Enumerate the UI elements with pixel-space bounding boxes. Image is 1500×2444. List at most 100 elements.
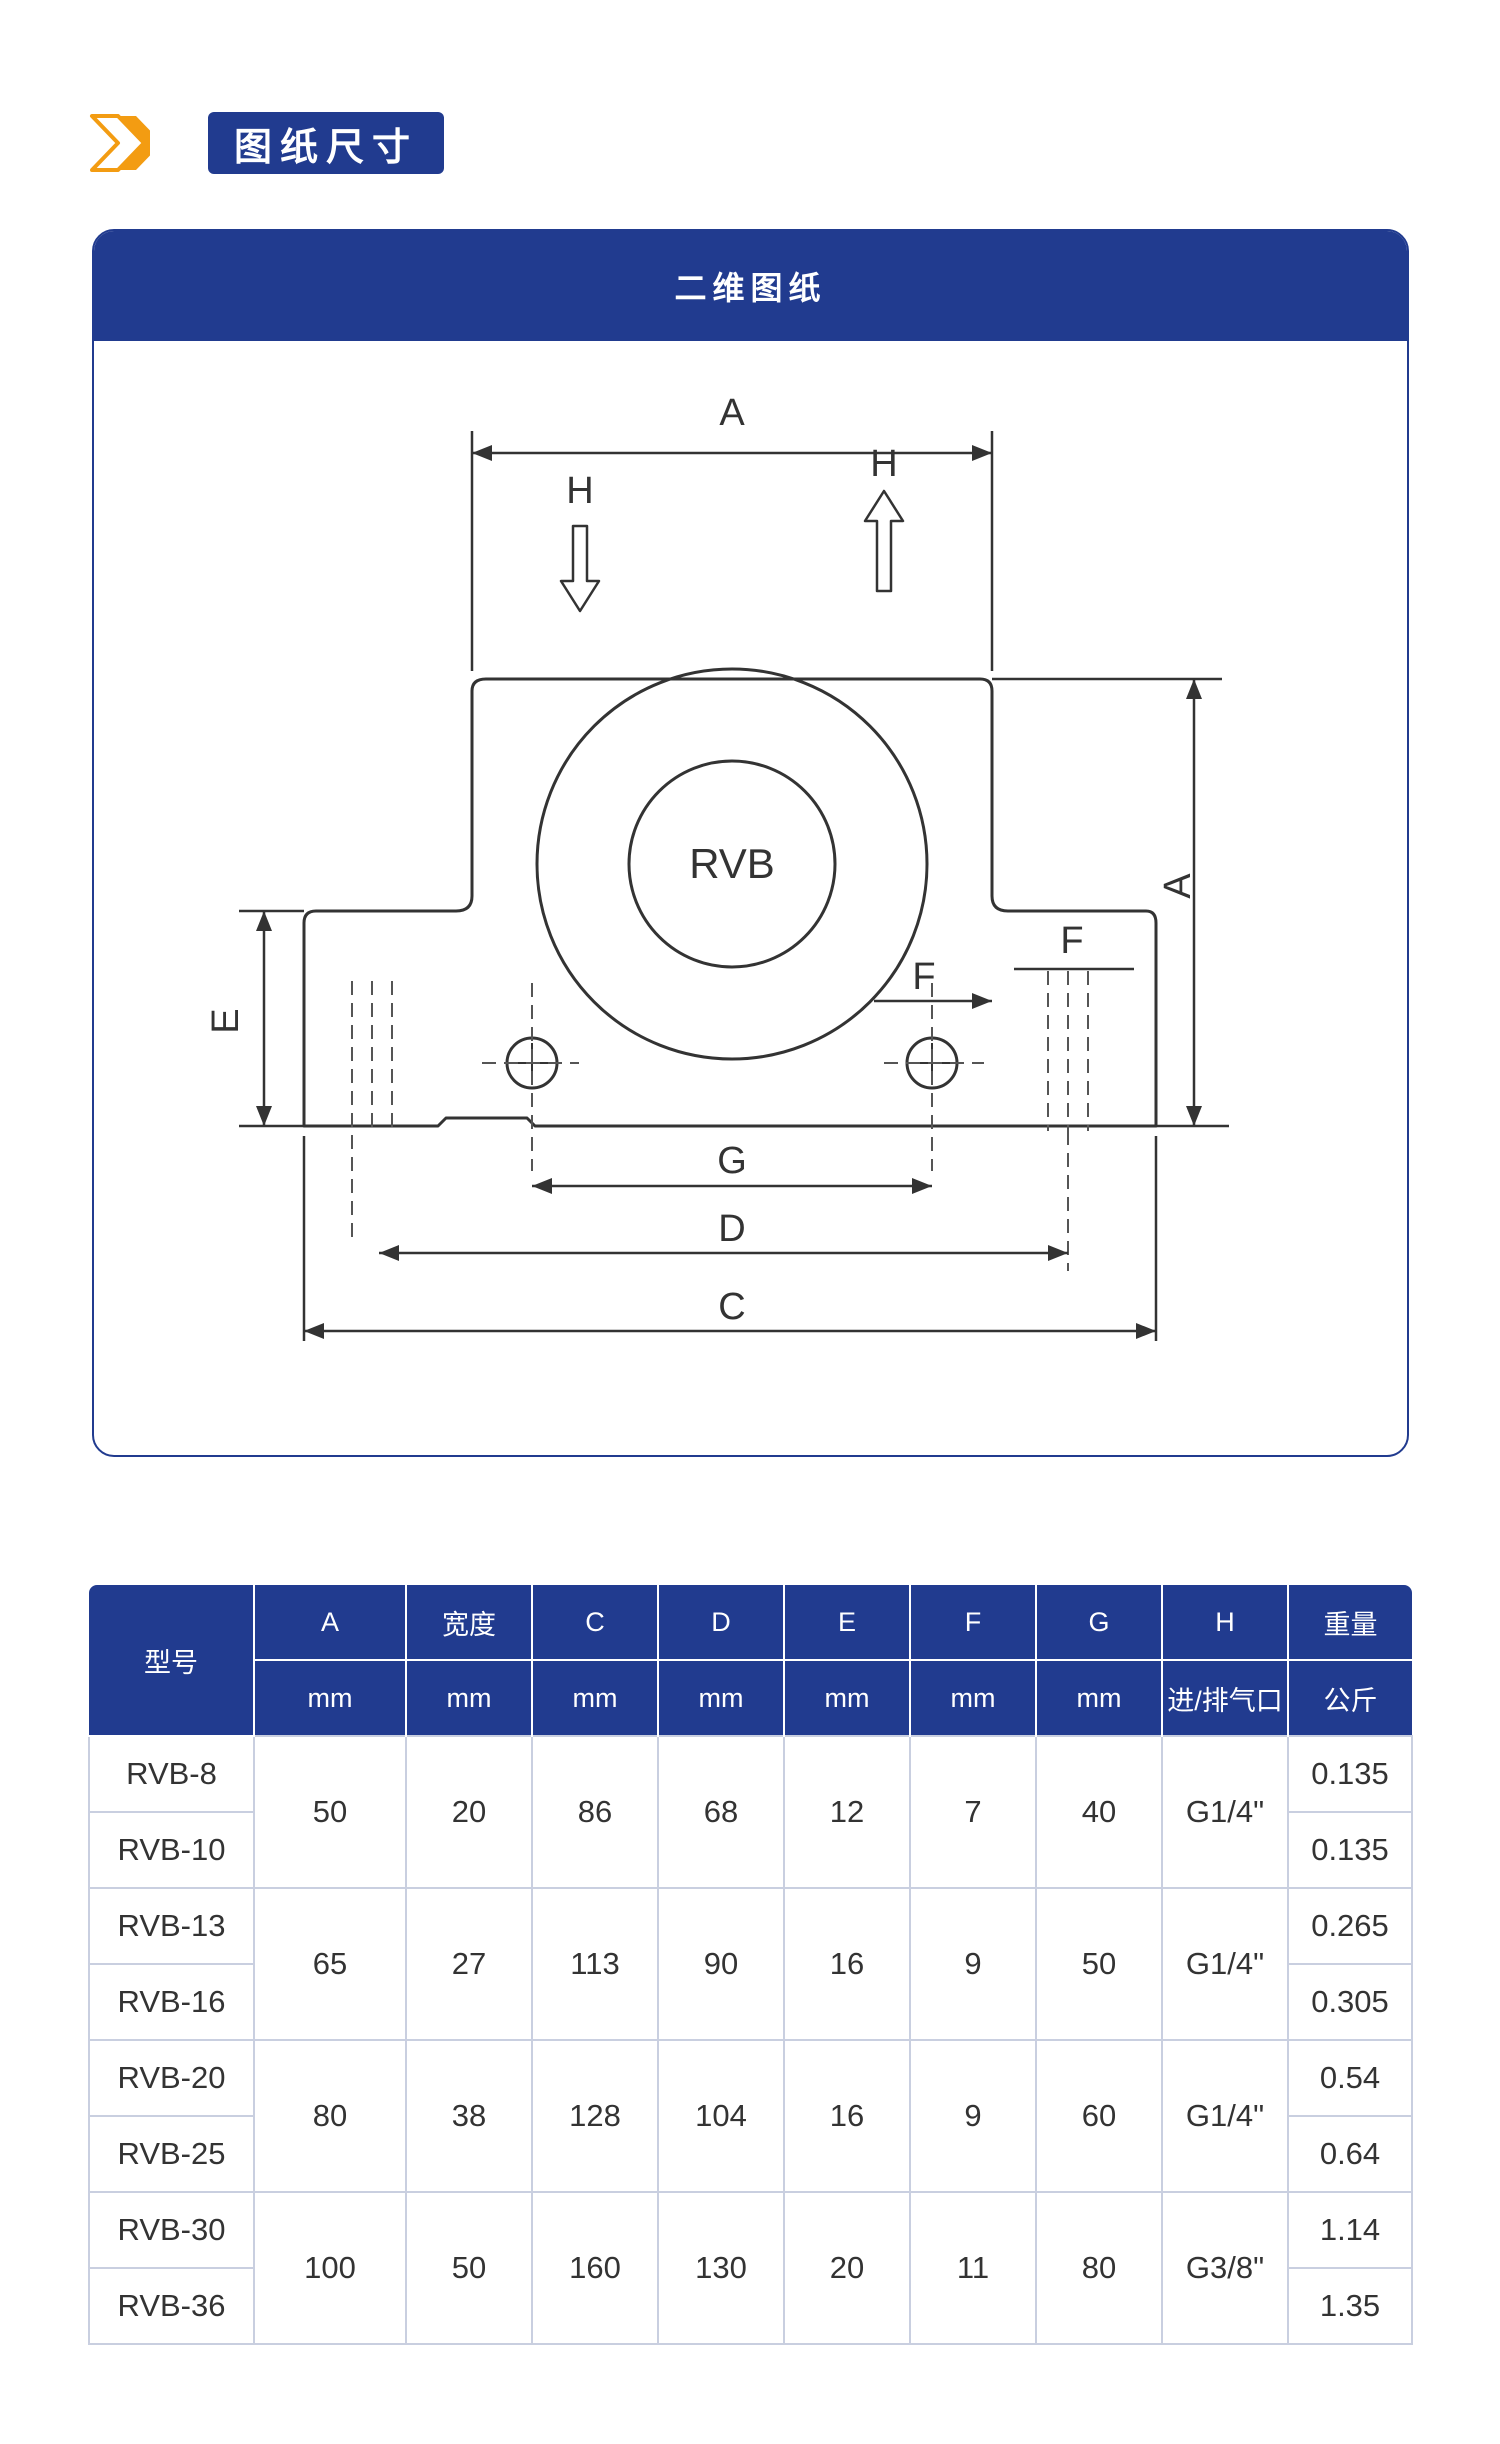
cell-c: 86 (531, 1735, 659, 1889)
cell-a: 50 (253, 1735, 407, 1889)
cell-e: 20 (783, 2191, 911, 2345)
header-e: E (784, 1585, 911, 1661)
unit-d: mm (658, 1660, 785, 1736)
header-h: H (1162, 1585, 1289, 1661)
dimension-label-g: G (717, 1140, 747, 1182)
cell-e: 16 (783, 1887, 911, 2041)
dimension-label-a-side: A (1157, 873, 1199, 899)
cell-c: 160 (531, 2191, 659, 2345)
cell-weight: 0.135 (1287, 1811, 1413, 1889)
cell-model: RVB-10 (88, 1811, 255, 1889)
cell-width: 27 (405, 1887, 533, 2041)
header-model: 型号 (89, 1585, 255, 1737)
header-row-1: 型号 A 宽度 C D E F G H 重量 (89, 1585, 1412, 1737)
cell-a: 100 (253, 2191, 407, 2345)
dimension-label-f-top: F (1060, 920, 1083, 962)
table-row: RVB-16 0.305 (88, 1963, 1413, 2041)
header-f: F (910, 1585, 1037, 1661)
header-c: C (532, 1585, 659, 1661)
cell-weight: 0.265 (1287, 1887, 1413, 1965)
unit-weight: 公斤 (1288, 1660, 1412, 1736)
outer-ring (535, 667, 929, 1061)
cell-d: 90 (657, 1887, 785, 2041)
vibrator-body-outline (302, 677, 1158, 1128)
table-row: RVB-30 100 50 160 130 20 11 80 G3/8" 1.1… (88, 2191, 1413, 2345)
cell-f: 9 (909, 2039, 1037, 2193)
cell-g: 60 (1035, 2039, 1163, 2193)
cell-h: G1/4" (1161, 1735, 1289, 1889)
header-width: 宽度 (406, 1585, 533, 1661)
unit-g: mm (1036, 1660, 1163, 1736)
table-row: RVB-25 0.64 (88, 2115, 1413, 2193)
unit-e: mm (784, 1660, 911, 1736)
header-g: G (1036, 1585, 1163, 1661)
unit-h: 进/排气口 (1162, 1660, 1289, 1736)
unit-f: mm (910, 1660, 1037, 1736)
cell-a: 65 (253, 1887, 407, 2041)
dimension-label-a-top: A (719, 392, 745, 434)
header-a: A (254, 1585, 407, 1661)
table-row: RVB-20 80 38 128 104 16 9 60 G1/4" 0.54 (88, 2039, 1413, 2193)
h-inlet-arrow (559, 524, 601, 613)
cell-g: 80 (1035, 2191, 1163, 2345)
table-row: RVB-13 65 27 113 90 16 9 50 G1/4" 0.265 (88, 1887, 1413, 2041)
cell-d: 68 (657, 1735, 785, 1889)
dimension-label-c: C (718, 1286, 745, 1328)
drawing-card: 二维图纸 (92, 229, 1409, 1457)
dimension-label-e: E (205, 1008, 247, 1033)
cell-g: 50 (1035, 1887, 1163, 2041)
model-center-label: RVB (689, 840, 775, 887)
section-header: 图纸尺寸 (88, 112, 448, 174)
dimension-label-h-in: H (566, 470, 593, 512)
table-row: RVB-36 1.35 (88, 2267, 1413, 2345)
cell-model: RVB-25 (88, 2115, 255, 2193)
cell-h: G3/8" (1161, 2191, 1289, 2345)
cell-d: 104 (657, 2039, 785, 2193)
cell-h: G1/4" (1161, 1887, 1289, 2041)
cell-model: RVB-8 (88, 1735, 255, 1813)
unit-a: mm (254, 1660, 407, 1736)
dimension-label-h-out: H (870, 443, 897, 485)
header-weight: 重量 (1288, 1585, 1412, 1661)
cell-model: RVB-30 (88, 2191, 255, 2269)
cell-f: 11 (909, 2191, 1037, 2345)
h-outlet-arrow (863, 489, 905, 593)
inner-ring (627, 759, 837, 969)
header-d: D (658, 1585, 785, 1661)
drawing-card-title: 二维图纸 (94, 231, 1407, 341)
cell-weight: 0.54 (1287, 2039, 1413, 2117)
table-row: RVB-10 0.135 (88, 1811, 1413, 1889)
cell-g: 40 (1035, 1735, 1163, 1889)
cell-width: 20 (405, 1735, 533, 1889)
unit-c: mm (532, 1660, 659, 1736)
dimension-label-f-mid: F (912, 956, 935, 998)
dimension-label-d: D (718, 1208, 745, 1250)
spec-table: 型号 A 宽度 C D E F G H 重量 mm mm mm mm mm mm… (88, 1585, 1413, 2345)
cell-weight: 0.305 (1287, 1963, 1413, 2041)
cell-weight: 0.64 (1287, 2115, 1413, 2193)
cell-weight: 1.35 (1287, 2267, 1413, 2345)
table-row: RVB-8 50 20 86 68 12 7 40 G1/4" 0.135 (88, 1735, 1413, 1889)
cell-width: 50 (405, 2191, 533, 2345)
section-title: 图纸尺寸 (208, 112, 444, 174)
cell-f: 7 (909, 1735, 1037, 1889)
unit-width: mm (406, 1660, 533, 1736)
rvb-dimension-drawing: A H H A F F E G D C RVB (205, 392, 1229, 1341)
cell-h: G1/4" (1161, 2039, 1289, 2193)
cell-weight: 0.135 (1287, 1735, 1413, 1813)
cell-c: 113 (531, 1887, 659, 2041)
cell-c: 128 (531, 2039, 659, 2193)
cell-model: RVB-36 (88, 2267, 255, 2345)
cell-d: 130 (657, 2191, 785, 2345)
cell-a: 80 (253, 2039, 407, 2193)
cell-model: RVB-16 (88, 1963, 255, 2041)
cell-weight: 1.14 (1287, 2191, 1413, 2269)
cell-model: RVB-20 (88, 2039, 255, 2117)
cell-e: 12 (783, 1735, 911, 1889)
double-chevron-icon (90, 114, 150, 172)
cell-width: 38 (405, 2039, 533, 2193)
cell-f: 9 (909, 1887, 1037, 2041)
cell-model: RVB-13 (88, 1887, 255, 1965)
cell-e: 16 (783, 2039, 911, 2193)
header-row-2: mm mm mm mm mm mm mm 进/排气口 公斤 (89, 1660, 1412, 1736)
